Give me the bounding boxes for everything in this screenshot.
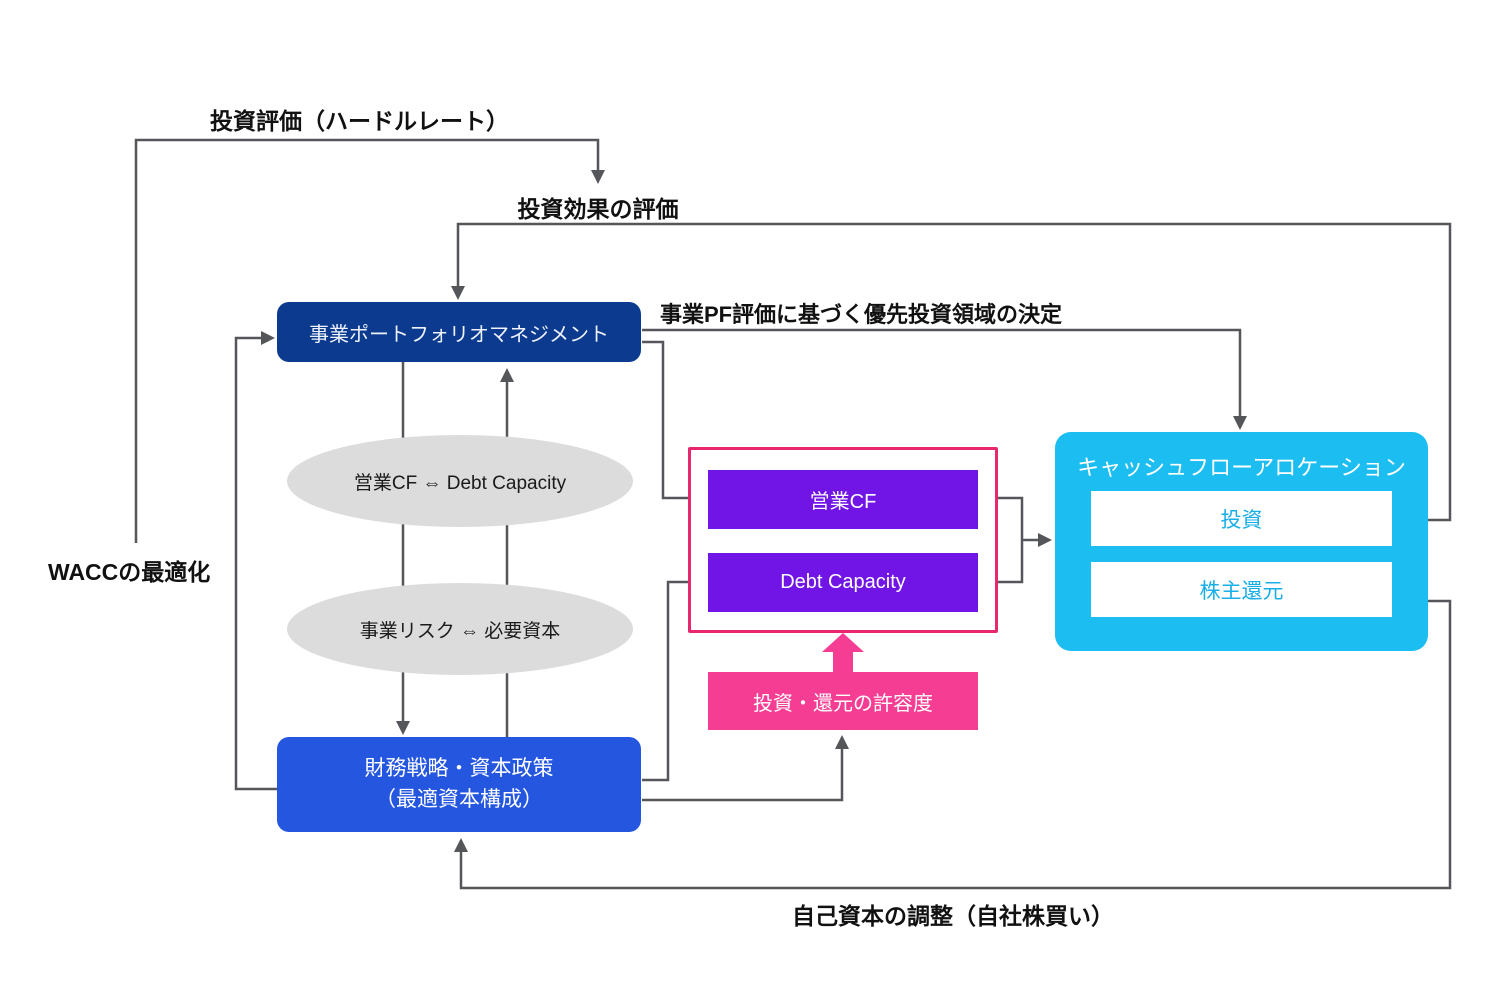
line-equity-adjustment (459, 599, 1452, 890)
node-financial-strategy: 財務戦略・資本政策 （最適資本構成） (277, 737, 641, 832)
line-pf-priority (642, 328, 1242, 416)
label-equity-adjustment: 自己資本の調整（自社株買い） (792, 903, 1114, 929)
label-investment-evaluation: 投資評価（ハードルレート） (210, 108, 509, 134)
node-cf-allocation: キャッシュフローアロケーション 投資 株主還元 (1055, 432, 1428, 651)
line-wacc-loop (234, 336, 277, 791)
line-fs-to-debt-capacity (642, 580, 692, 782)
line-fs-to-tolerance (642, 749, 844, 802)
arrowhead-into-fs-bottom (454, 838, 468, 852)
label-wacc-optimization: WACCの最適化 (48, 559, 211, 585)
cf-allocation-item-investment: 投資 (1091, 491, 1392, 546)
arrowhead-into-cyan-top (1233, 416, 1247, 430)
financial-strategy-line1: 財務戦略・資本政策 (364, 757, 554, 781)
arrowhead-into-pf-left (261, 331, 275, 345)
node-portfolio-management: 事業ポートフォリオマネジメント (277, 302, 641, 362)
label-investment-effect: 投資効果の評価 (517, 196, 679, 222)
financial-strategy-line2: （最適資本構成） (375, 787, 543, 811)
node-debt-capacity: Debt Capacity (708, 553, 978, 612)
arrowhead-into-tolerance (835, 735, 849, 749)
pink-block-arrow (822, 633, 864, 672)
node-tolerance: 投資・還元の許容度 (708, 672, 978, 730)
arrowhead-into-pf-bottom (500, 368, 514, 382)
arrowhead-into-fs-top (396, 721, 410, 735)
node-ellipse-business-risk: 事業リスク ⇔ 必要資本 (287, 583, 633, 675)
node-operating-cf: 営業CF (708, 470, 978, 529)
arrowhead-down-label (591, 170, 605, 184)
arrowhead-into-cyan-left (1038, 533, 1052, 547)
cf-allocation-title: キャッシュフローアロケーション (1077, 455, 1406, 480)
line-investment-evaluation (134, 138, 600, 543)
node-ellipse-operating-cf: 営業CF ⇔ Debt Capacity (287, 435, 633, 527)
arrowhead-into-pf-top (451, 286, 465, 300)
label-pf-priority-decision: 事業PF評価に基づく優先投資領域の決定 (659, 302, 1063, 327)
line-pf-to-operating-cf (642, 340, 692, 500)
line-investment-effect (456, 222, 1452, 522)
cf-allocation-item-shareholder-return: 株主還元 (1091, 562, 1392, 617)
